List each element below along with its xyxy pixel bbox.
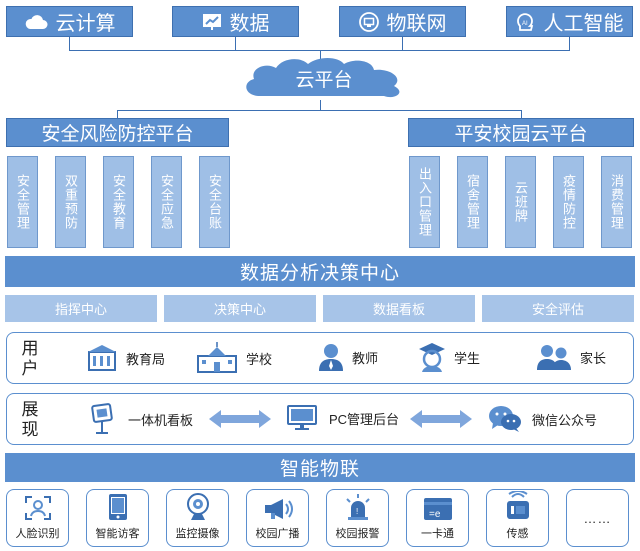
decision-sub: 安全评估 <box>482 295 634 322</box>
right-platform-title: 平安校园云平台 <box>408 118 634 147</box>
connector <box>402 37 403 50</box>
left-module: 安全教育 <box>103 156 134 248</box>
iot-device-label: 校园报警 <box>335 528 380 540</box>
connector <box>235 37 236 50</box>
iot-device-label: 一卡通 <box>421 528 454 540</box>
right-module: 疫情防控 <box>553 156 584 248</box>
decision-sub: 数据看板 <box>323 295 475 322</box>
top-service-label: 人工智能 <box>543 13 624 35</box>
face-recognition-icon <box>24 496 51 520</box>
chart-icon <box>202 13 221 30</box>
connector <box>521 110 522 118</box>
iot-icon <box>358 11 379 32</box>
wechat-icon <box>489 406 521 432</box>
user-item-label: 教师 <box>352 350 379 366</box>
connector <box>320 50 321 60</box>
kiosk-icon <box>91 403 113 434</box>
top-service-data: 数据 <box>172 6 299 37</box>
user-item-label: 教育局 <box>126 351 166 367</box>
user-item-parents: 家长 <box>536 342 606 372</box>
iot-device-label: 监控摄像 <box>175 528 220 540</box>
svg-text:!: ! <box>356 507 358 516</box>
right-module: 云班牌 <box>505 156 536 248</box>
display-item-wechat: 微信公众号 <box>488 405 597 433</box>
double-arrow-icon <box>410 410 472 428</box>
iot-device-face-recognition: 人脸识别 <box>6 489 69 547</box>
ai-head-icon: AI <box>516 12 533 31</box>
iot-device-smart-card: =e 一卡通 <box>406 489 469 547</box>
iot-device-campus-alarm: ! 校园报警 <box>326 489 389 547</box>
iot-device-label: 智能访客 <box>95 528 140 540</box>
double-arrow-icon <box>209 410 271 428</box>
user-item-school: 学校 <box>196 342 272 374</box>
connector <box>69 37 70 50</box>
teacher-icon <box>319 344 343 371</box>
svg-text:AI: AI <box>522 21 528 27</box>
left-module: 安全管理 <box>7 156 38 248</box>
decision-sub: 指挥中心 <box>5 295 157 322</box>
users-panel-title: 用户 <box>21 339 39 378</box>
iot-device-surveillance-camera: 监控摄像 <box>166 489 229 547</box>
sensor-icon <box>506 491 529 519</box>
iot-device-campus-broadcast: 校园广播 <box>246 489 309 547</box>
connector <box>69 50 570 51</box>
building-icon <box>88 345 116 371</box>
right-module: 宿舍管理 <box>457 156 488 248</box>
cloud-icon <box>25 14 47 29</box>
tablet-icon <box>108 494 127 520</box>
user-item-teacher: 教师 <box>318 342 378 372</box>
left-module: 安全应急 <box>151 156 182 248</box>
user-item-label: 学校 <box>246 351 273 367</box>
top-service-ai: AI 人工智能 <box>506 6 633 37</box>
iot-device-label: 人脸识别 <box>15 528 60 540</box>
decision-sub: 决策中心 <box>164 295 316 322</box>
iot-device-more: …… <box>566 489 629 547</box>
right-module: 出入口管理 <box>409 156 440 248</box>
display-item-label: 微信公众号 <box>532 412 598 428</box>
left-platform-title: 安全风险防控平台 <box>6 118 229 147</box>
left-module: 双重预防 <box>55 156 86 248</box>
user-item-label: 家长 <box>580 350 607 366</box>
iot-device-smart-visitor: 智能访客 <box>86 489 149 547</box>
display-item-label: PC管理后台 <box>329 411 400 427</box>
connector <box>320 100 321 110</box>
connector <box>117 110 522 111</box>
left-module: 安全台账 <box>199 156 230 248</box>
cloud-platform-label: 云平台 <box>295 69 353 91</box>
user-item-student: 学生 <box>418 342 480 372</box>
monitor-icon <box>287 405 317 430</box>
svg-text:=e: =e <box>429 509 441 520</box>
iot-device-label: 传感 <box>506 528 529 540</box>
right-module: 消费管理 <box>601 156 632 248</box>
connector <box>569 37 570 50</box>
camera-icon <box>186 493 209 520</box>
school-icon <box>197 342 237 373</box>
cloud-platform-shape <box>246 58 400 98</box>
top-service-label: 数据 <box>229 13 270 35</box>
iot-device-sensor: 传感 <box>486 489 549 547</box>
connector <box>117 110 118 118</box>
iot-title: 智能物联 <box>5 453 635 482</box>
display-item-pc-admin: PC管理后台 <box>287 405 399 431</box>
top-service-cloud-computing: 云计算 <box>6 6 133 37</box>
user-item-label: 学生 <box>454 350 481 366</box>
top-service-iot: 物联网 <box>339 6 466 37</box>
user-item-education-bureau: 教育局 <box>86 344 165 372</box>
decision-center-title: 数据分析决策中心 <box>5 256 635 287</box>
alarm-icon: ! <box>345 494 370 520</box>
top-service-label: 物联网 <box>386 13 447 35</box>
parents-icon <box>537 345 571 370</box>
users-panel <box>6 332 634 384</box>
megaphone-icon <box>264 499 293 519</box>
display-item-kiosk: 一体机看板 <box>90 403 193 435</box>
display-panel-title: 展现 <box>21 400 39 439</box>
display-item-label: 一体机看板 <box>128 412 194 428</box>
top-service-label: 云计算 <box>55 13 116 35</box>
card-icon: =e <box>423 498 452 520</box>
iot-device-label: 校园广播 <box>255 528 300 540</box>
iot-device-label: …… <box>583 510 612 526</box>
student-icon <box>419 343 445 372</box>
